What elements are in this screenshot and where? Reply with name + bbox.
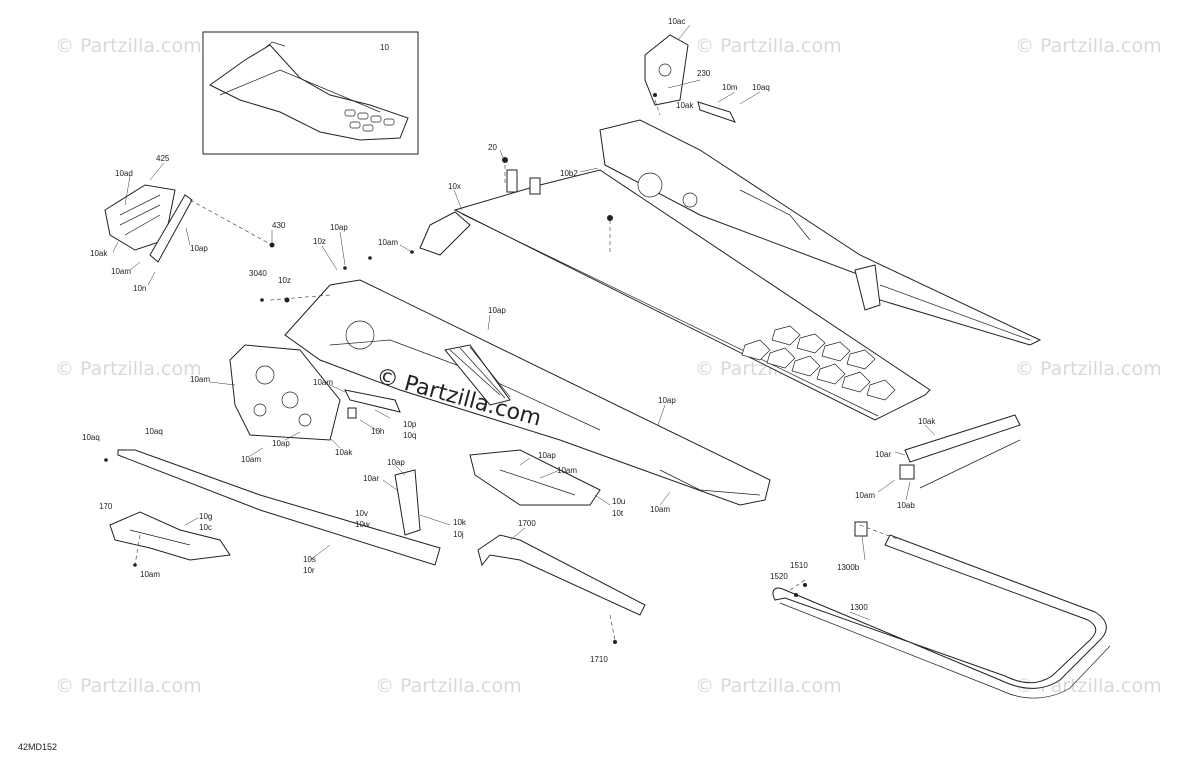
callout-10ap: 10ap (387, 458, 405, 467)
callout-10n: 10n (133, 284, 146, 293)
left-reinforcement-plate (229, 344, 341, 441)
part-1700-runner (477, 534, 646, 616)
callout-10m: 10m (722, 83, 738, 92)
callout-10ap: 10ap (538, 451, 556, 460)
right-side-rail (599, 119, 1042, 346)
callout-10z: 10z (278, 276, 291, 285)
callout-10ak: 10ak (918, 417, 936, 426)
callout-1700: 1700 (518, 519, 536, 528)
callout-10j: 10j (453, 530, 464, 539)
callout-10b2: 10b2 (560, 169, 578, 178)
callout-10r: 10r (303, 566, 315, 575)
callout-10u: 10u (612, 497, 625, 506)
callout-10ak: 10ak (90, 249, 108, 258)
callout-10ap: 10ap (190, 244, 208, 253)
callout-10am: 10am (190, 375, 210, 384)
callout-1300b: 1300b (837, 563, 860, 572)
callout-10ad: 10ad (115, 169, 133, 178)
leader-lines (134, 99, 901, 641)
callout-10ap: 10ap (330, 223, 348, 232)
callout-10w: 10w (355, 520, 370, 529)
callout-10am: 10am (140, 570, 160, 579)
callout-10ar: 10ar (875, 450, 891, 459)
watermark-text: © Partzilla.com (55, 358, 202, 380)
callout-labels: 10ac 230 10m 10aq 10ak 20 10b2 10x 425 1… (82, 17, 936, 664)
center-brackets (344, 389, 601, 536)
callout-10ap: 10ap (658, 396, 676, 405)
callout-10am: 10am (650, 505, 670, 514)
callout-10ar: 10ar (363, 474, 379, 483)
callout-170: 170 (99, 502, 113, 511)
callout-10am: 10am (111, 267, 131, 276)
callout-10ap: 10ap (272, 439, 290, 448)
watermark-text: © Partzilla.com (55, 675, 202, 697)
callout-10x: 10x (448, 182, 461, 191)
callout-10q: 10q (403, 431, 416, 440)
part-10ak-rail (899, 414, 1021, 489)
callout-10h: 10h (371, 427, 384, 436)
callout-10am: 10am (378, 238, 398, 247)
callout-3040: 3040 (249, 269, 267, 278)
callout-10t: 10t (612, 509, 624, 518)
callout-10p: 10p (403, 420, 417, 429)
callout-10aq: 10aq (82, 433, 100, 442)
callout-10aq: 10aq (752, 83, 770, 92)
watermark-text: © Partzilla.com (55, 35, 202, 57)
watermark-layer: © Partzilla.com © Partzilla.com © Partzi… (55, 35, 1162, 697)
callout-10ab: 10ab (897, 501, 915, 510)
callout-10am: 10am (557, 466, 577, 475)
callout-10ak: 10ak (335, 448, 353, 457)
callout-10g: 10g (199, 512, 212, 521)
callout-10k: 10k (453, 518, 467, 527)
callout-10v: 10v (355, 509, 368, 518)
left-tunnel-side (284, 279, 771, 506)
callout-10am: 10am (855, 491, 875, 500)
diagram-code: 42MD152 (18, 742, 57, 752)
inset-assembly-view: 10 (202, 31, 419, 155)
callout-1520: 1520 (770, 572, 788, 581)
fastener-dots (104, 93, 807, 644)
part-10s-long-rail (117, 449, 441, 566)
watermark-text: © Partzilla.com (695, 35, 842, 57)
callout-1510: 1510 (790, 561, 808, 570)
watermark-text: © Partzilla.com (375, 675, 522, 697)
watermark-text: © Partzilla.com (695, 675, 842, 697)
inset-label: 10 (380, 43, 389, 52)
callout-10ac: 10ac (668, 17, 685, 26)
callout-1300: 1300 (850, 603, 868, 612)
callout-10ap: 10ap (488, 306, 506, 315)
part-10ad-bracket (104, 184, 193, 263)
watermark-text: © Partzilla.com (1015, 35, 1162, 57)
callout-20: 20 (488, 143, 497, 152)
callout-10c: 10c (199, 523, 212, 532)
callout-10z: 10z (313, 237, 326, 246)
watermark-text: © Partzilla.com (1015, 358, 1162, 380)
callout-430: 430 (272, 221, 286, 230)
callout-10am: 10am (241, 455, 261, 464)
part-170-assembly (109, 511, 231, 561)
callout-1710: 1710 (590, 655, 608, 664)
callout-230: 230 (697, 69, 711, 78)
callout-10ak: 10ak (676, 101, 694, 110)
callout-10s: 10s (303, 555, 316, 564)
part-10ac-bracket (644, 34, 736, 123)
callout-425: 425 (156, 154, 170, 163)
callout-10aq: 10aq (145, 427, 163, 436)
part-1300-bumper (772, 521, 1111, 699)
tunnel-plate (419, 169, 931, 421)
label-leaders (112, 24, 936, 621)
callout-10am: 10am (313, 378, 333, 387)
